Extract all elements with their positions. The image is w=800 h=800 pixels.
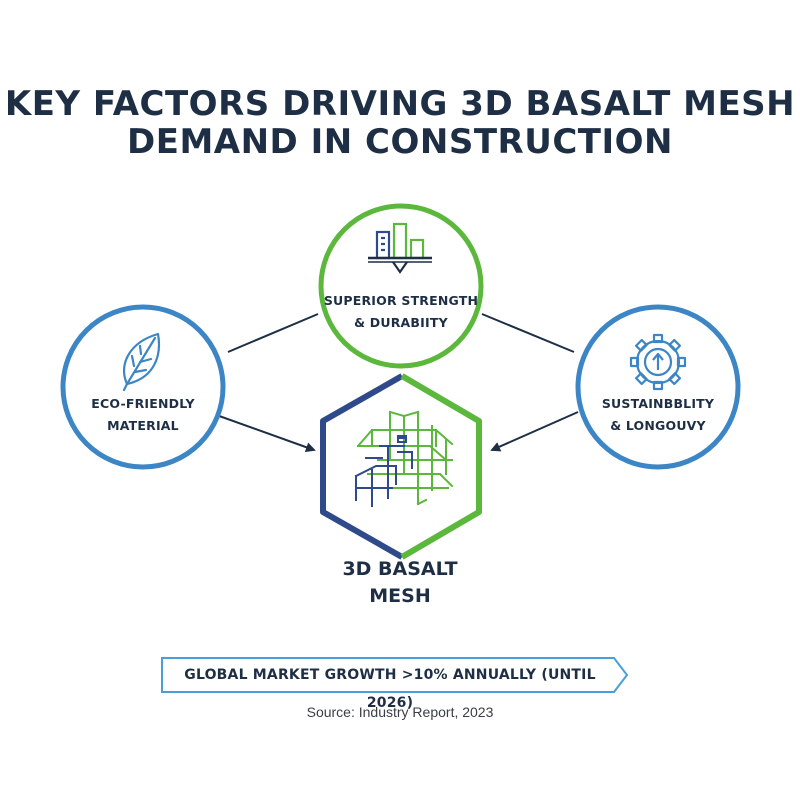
left-node-label: ECO-FRIENDLY MATERIAL bbox=[63, 393, 223, 437]
arrow-right-to-center bbox=[490, 411, 579, 452]
top-node-label-line-1: SUPERIOR STRENGTH bbox=[323, 293, 479, 308]
center-hexagon bbox=[320, 373, 482, 560]
leaf-icon bbox=[122, 332, 160, 392]
growth-banner bbox=[161, 657, 629, 693]
bar-chart-icon bbox=[368, 222, 432, 274]
center-label-line-2: MESH bbox=[369, 585, 431, 607]
right-node-label-line-1: SUSTAINBBLITY bbox=[601, 396, 715, 411]
title-line-1: KEY FACTORS DRIVING 3D BASALT MESH bbox=[4, 84, 796, 124]
right-node-label-line-2: & LONGOUVY bbox=[610, 418, 706, 433]
connector-top-right bbox=[481, 313, 575, 353]
mesh-grid-icon bbox=[354, 410, 454, 507]
left-circle bbox=[60, 304, 226, 470]
growth-banner-text: GLOBAL MARKET GROWTH >10% ANNUALLY (UNTI… bbox=[184, 667, 596, 711]
source-note: Source: Industry Report, 2023 bbox=[306, 704, 494, 720]
center-label-line-1: 3D BASALT bbox=[342, 558, 458, 580]
title-line-2: DEMAND IN CONSTRUCTION bbox=[127, 122, 673, 162]
top-circle bbox=[318, 203, 484, 369]
right-circle bbox=[575, 304, 741, 470]
top-node-label-line-2: & DURABIITY bbox=[354, 315, 448, 330]
top-node-label: SUPERIOR STRENGTH & DURABIITY bbox=[301, 290, 501, 334]
left-node-label-line-1: ECO-FRIENDLY bbox=[91, 396, 195, 411]
gear-arrow-icon bbox=[629, 333, 687, 391]
connector-top-left bbox=[227, 313, 319, 353]
left-node-label-line-2: MATERIAL bbox=[107, 418, 179, 433]
right-node-label: SUSTAINBBLITY & LONGOUVY bbox=[578, 393, 738, 437]
arrow-left-to-center bbox=[207, 411, 316, 453]
